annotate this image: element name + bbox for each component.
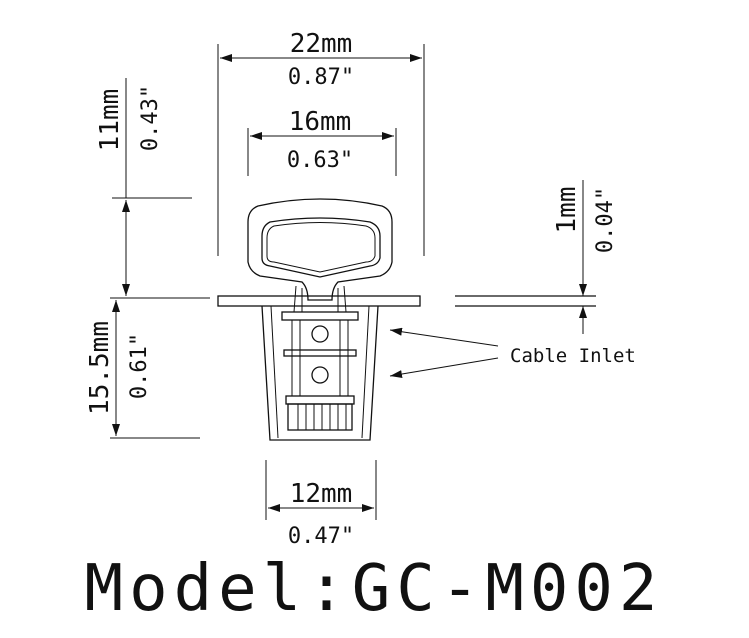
part-outline: [217, 198, 596, 441]
dimension-lines: [112, 54, 587, 512]
handle-outer: [247, 198, 393, 301]
label-12mm: 12mm: [290, 479, 353, 509]
label-cable-inlet: Cable Inlet: [510, 345, 636, 367]
label-15-5mm: 15.5mm: [85, 321, 115, 415]
dimension-labels: 22mm 0.87" 16mm 0.63" 12mm 0.47" 11mm 0.…: [85, 29, 618, 549]
body-outline: [261, 305, 379, 441]
extension-lines: [110, 44, 584, 520]
label-0-63in: 0.63": [287, 148, 353, 173]
handle-window: [261, 217, 381, 278]
handle-window-inner: [266, 222, 376, 273]
screw-hole-bottom: [311, 366, 329, 384]
label-0-47in: 0.47": [288, 524, 354, 549]
cable-inlet-leaders: [389, 327, 499, 378]
label-0-61in: 0.61": [127, 333, 152, 399]
label-16mm: 16mm: [289, 107, 352, 137]
label-22mm: 22mm: [290, 29, 353, 59]
label-1mm: 1mm: [552, 187, 582, 234]
label-0-87in: 0.87": [288, 65, 354, 90]
screw-hole-top: [311, 325, 329, 343]
flange-plate: [217, 295, 421, 307]
label-0-43in: 0.43": [138, 85, 163, 151]
label-11mm: 11mm: [95, 89, 125, 152]
model-label: Model:GC-M002: [85, 552, 664, 626]
label-0-04in: 0.04": [593, 187, 618, 253]
